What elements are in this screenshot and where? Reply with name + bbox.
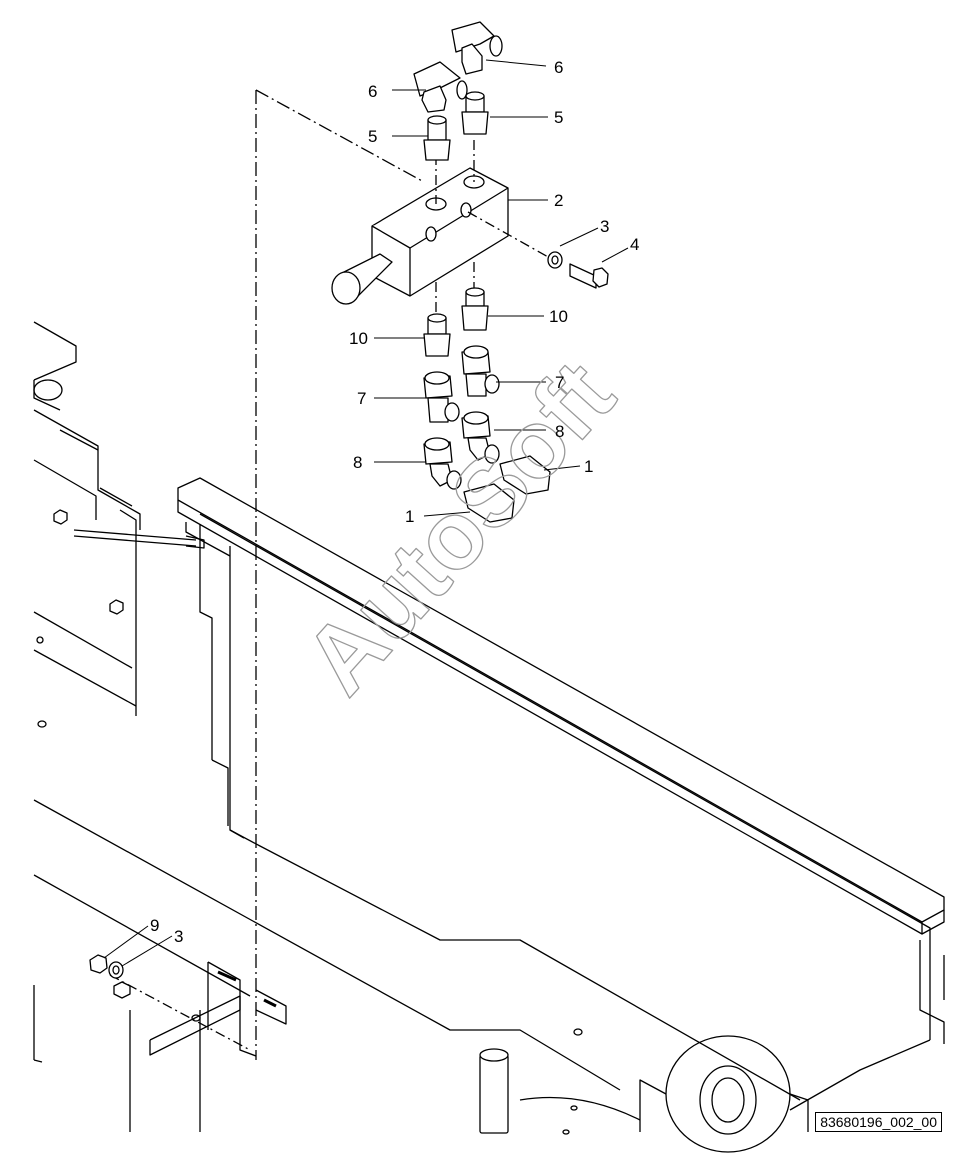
drawing-reference-code: 83680196_002_00 xyxy=(815,1112,942,1132)
callout-5-left: 5 xyxy=(368,127,377,146)
callout-1-right: 1 xyxy=(584,457,593,476)
elbow-fittings-8 xyxy=(423,411,500,490)
callout-6-left: 6 xyxy=(368,82,377,101)
tee-fittings-top xyxy=(413,21,503,113)
callout-10-right: 10 xyxy=(549,307,568,326)
tee-fittings-7 xyxy=(423,345,500,423)
straight-fittings-10 xyxy=(423,287,489,357)
callout-7-right: 7 xyxy=(555,373,564,392)
callout-5-right: 5 xyxy=(554,108,563,127)
callout-7-left: 7 xyxy=(357,389,366,408)
callouts: 6 6 5 5 2 3 4 10 10 7 7 8 8 1 1 9 3 xyxy=(150,58,639,946)
valve-block xyxy=(331,167,509,305)
callout-3-lower: 3 xyxy=(174,927,183,946)
washer-and-bolt xyxy=(547,251,609,289)
callout-8-left: 8 xyxy=(353,453,362,472)
callout-8-right: 8 xyxy=(555,422,564,441)
callout-1-left: 1 xyxy=(405,507,414,526)
callout-6-right: 6 xyxy=(554,58,563,77)
straight-fittings-5 xyxy=(423,91,489,161)
leader-lines xyxy=(103,59,629,967)
callout-3-upper: 3 xyxy=(600,217,609,236)
callout-10-left: 10 xyxy=(349,329,368,348)
callout-4: 4 xyxy=(630,235,639,254)
nut-and-washer-lower xyxy=(89,954,131,999)
caps-1 xyxy=(463,455,551,523)
callout-9: 9 xyxy=(150,916,159,935)
machine-frame xyxy=(33,321,945,1153)
callout-2: 2 xyxy=(554,191,563,210)
